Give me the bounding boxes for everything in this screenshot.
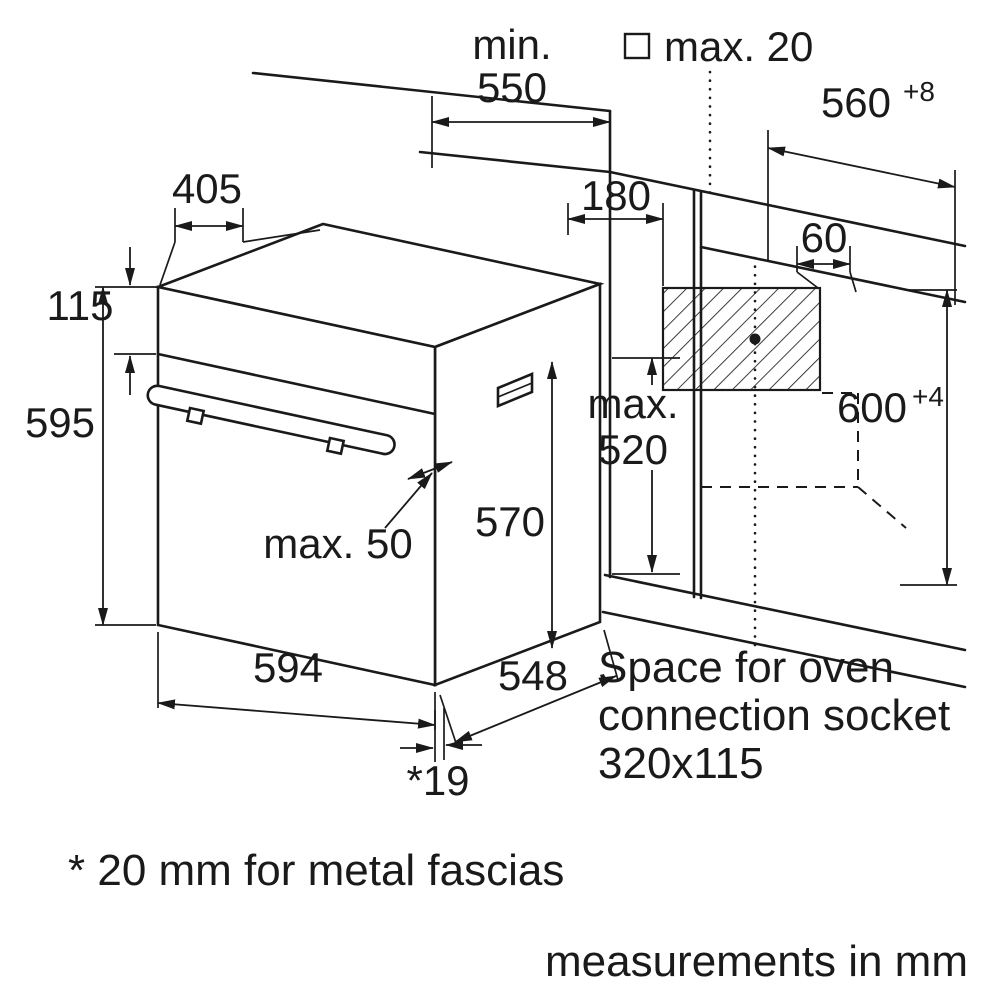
dim-oven-height-value: 595 bbox=[25, 399, 95, 446]
dim-oven-depth-value: 548 bbox=[498, 652, 568, 699]
control-panel-divider-line bbox=[156, 352, 437, 416]
gap-square-symbol bbox=[623, 32, 651, 60]
top-depth-leader-right bbox=[242, 229, 321, 243]
worktop-front-edge-left-line bbox=[418, 150, 612, 174]
socket-right-leader-a bbox=[796, 271, 819, 289]
wall-top-edge-line bbox=[251, 71, 612, 113]
cabinet-floor-edge-line bbox=[603, 573, 967, 652]
niche-ceiling-edge-line bbox=[699, 245, 967, 304]
worktop-front-edge-right-line bbox=[608, 170, 967, 248]
socket-note-line3: 320x115 bbox=[598, 739, 764, 788]
oven-depth-extension-back bbox=[603, 629, 619, 681]
oven-depth-dimension-arrow bbox=[454, 675, 617, 743]
fascia-footnote: * 20 mm for metal fascias bbox=[68, 846, 564, 895]
oven-depth-extension-front bbox=[439, 694, 458, 747]
dim-niche-width-tolerance: +8 bbox=[903, 76, 935, 107]
dim-top-depth-value: 405 bbox=[172, 165, 242, 212]
side-fixing-detail-line bbox=[497, 382, 533, 398]
dim-niche-width-value: 560 bbox=[821, 79, 891, 126]
dim-panel-height-value: 115 bbox=[47, 282, 114, 329]
socket-note-line2: connection socket bbox=[598, 691, 950, 740]
niche-hidden-diagonal-line bbox=[857, 486, 907, 529]
oven-side-face bbox=[433, 282, 602, 687]
handle-bracket-right bbox=[325, 436, 346, 456]
oven-front-face bbox=[156, 285, 437, 687]
dim-socket-max-value: 520 bbox=[598, 426, 668, 473]
dim-socket-right-value: 60 bbox=[801, 214, 848, 261]
dim-top-gap-label: max. 20 bbox=[664, 23, 813, 70]
dim-oven-width-value: 594 bbox=[253, 644, 323, 691]
socket-note-line1: Space for oven bbox=[598, 643, 894, 692]
socket-hatch-area bbox=[661, 286, 822, 392]
door-handle-bar bbox=[146, 384, 396, 456]
dim-socket-max-word: max. bbox=[587, 380, 678, 427]
dim-socket-left-value: 180 bbox=[581, 172, 651, 219]
handle-leader-arrow bbox=[384, 472, 433, 529]
oven-width-dimension-arrow bbox=[157, 699, 436, 729]
cabinet-plinth-edge-line bbox=[601, 610, 967, 689]
socket-right-leader-b bbox=[849, 271, 857, 293]
handle-protrusion-arrow bbox=[407, 461, 453, 480]
dim-handle-label: max. 50 bbox=[263, 520, 412, 567]
dim-niche-height-tolerance: +4 bbox=[912, 381, 944, 412]
dim-min-depth-value: 550 bbox=[477, 64, 547, 111]
dim-min-depth-prefix: min. bbox=[472, 21, 551, 68]
niche-width-dimension-arrow bbox=[767, 146, 956, 189]
dim-fascia-value: *19 bbox=[406, 757, 469, 804]
dim-niche-height-value: 600 bbox=[837, 384, 907, 431]
top-depth-leader-left bbox=[159, 241, 176, 286]
socket-center-dot bbox=[749, 333, 761, 345]
dim-body-height-value: 570 bbox=[475, 498, 545, 545]
units-note: measurements in mm bbox=[545, 937, 968, 986]
handle-bracket-left bbox=[185, 406, 206, 426]
